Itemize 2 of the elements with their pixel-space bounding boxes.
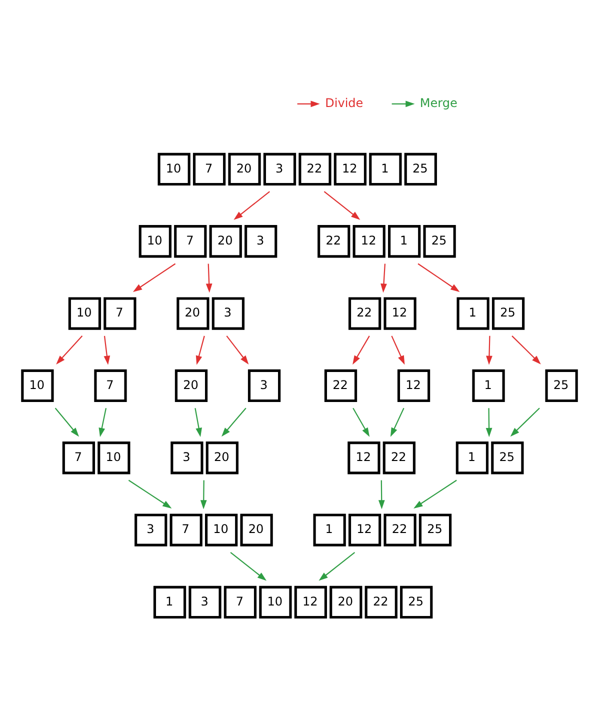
legend-label: Merge <box>420 96 458 110</box>
legend-label: Divide <box>325 96 364 110</box>
